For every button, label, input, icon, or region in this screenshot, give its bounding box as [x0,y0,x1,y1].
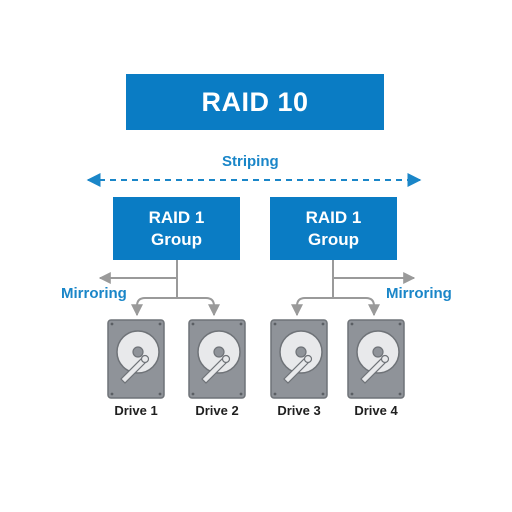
group-a-line2: Group [151,229,202,249]
drive-1-label: Drive 1 [114,403,158,418]
drive-2 [188,319,246,399]
mirroring-label-right: Mirroring [386,285,452,302]
drive-3 [270,319,328,399]
raid10-title: RAID 10 [201,86,309,117]
drive-3-label: Drive 3 [277,403,321,418]
hard-drive-icon [188,319,246,399]
hard-drive-icon [107,319,165,399]
drive-4 [347,319,405,399]
raid1-group-b: RAID 1 Group [270,197,397,260]
group-a-connectors [98,260,220,317]
raid1-group-a: RAID 1 Group [113,197,240,260]
striping-label: Striping [222,153,279,170]
group-b-line1: RAID 1 [305,207,362,227]
hard-drive-icon [347,319,405,399]
drive-4-label: Drive 4 [354,403,398,418]
drive-1 [107,319,165,399]
hard-drive-icon [270,319,328,399]
mirroring-label-left: Mirroring [61,285,127,302]
group-b-line2: Group [308,229,359,249]
group-b-connectors [291,260,416,317]
group-a-line1: RAID 1 [148,207,205,227]
drive-2-label: Drive 2 [195,403,239,418]
raid10-box: RAID 10 [126,74,384,130]
